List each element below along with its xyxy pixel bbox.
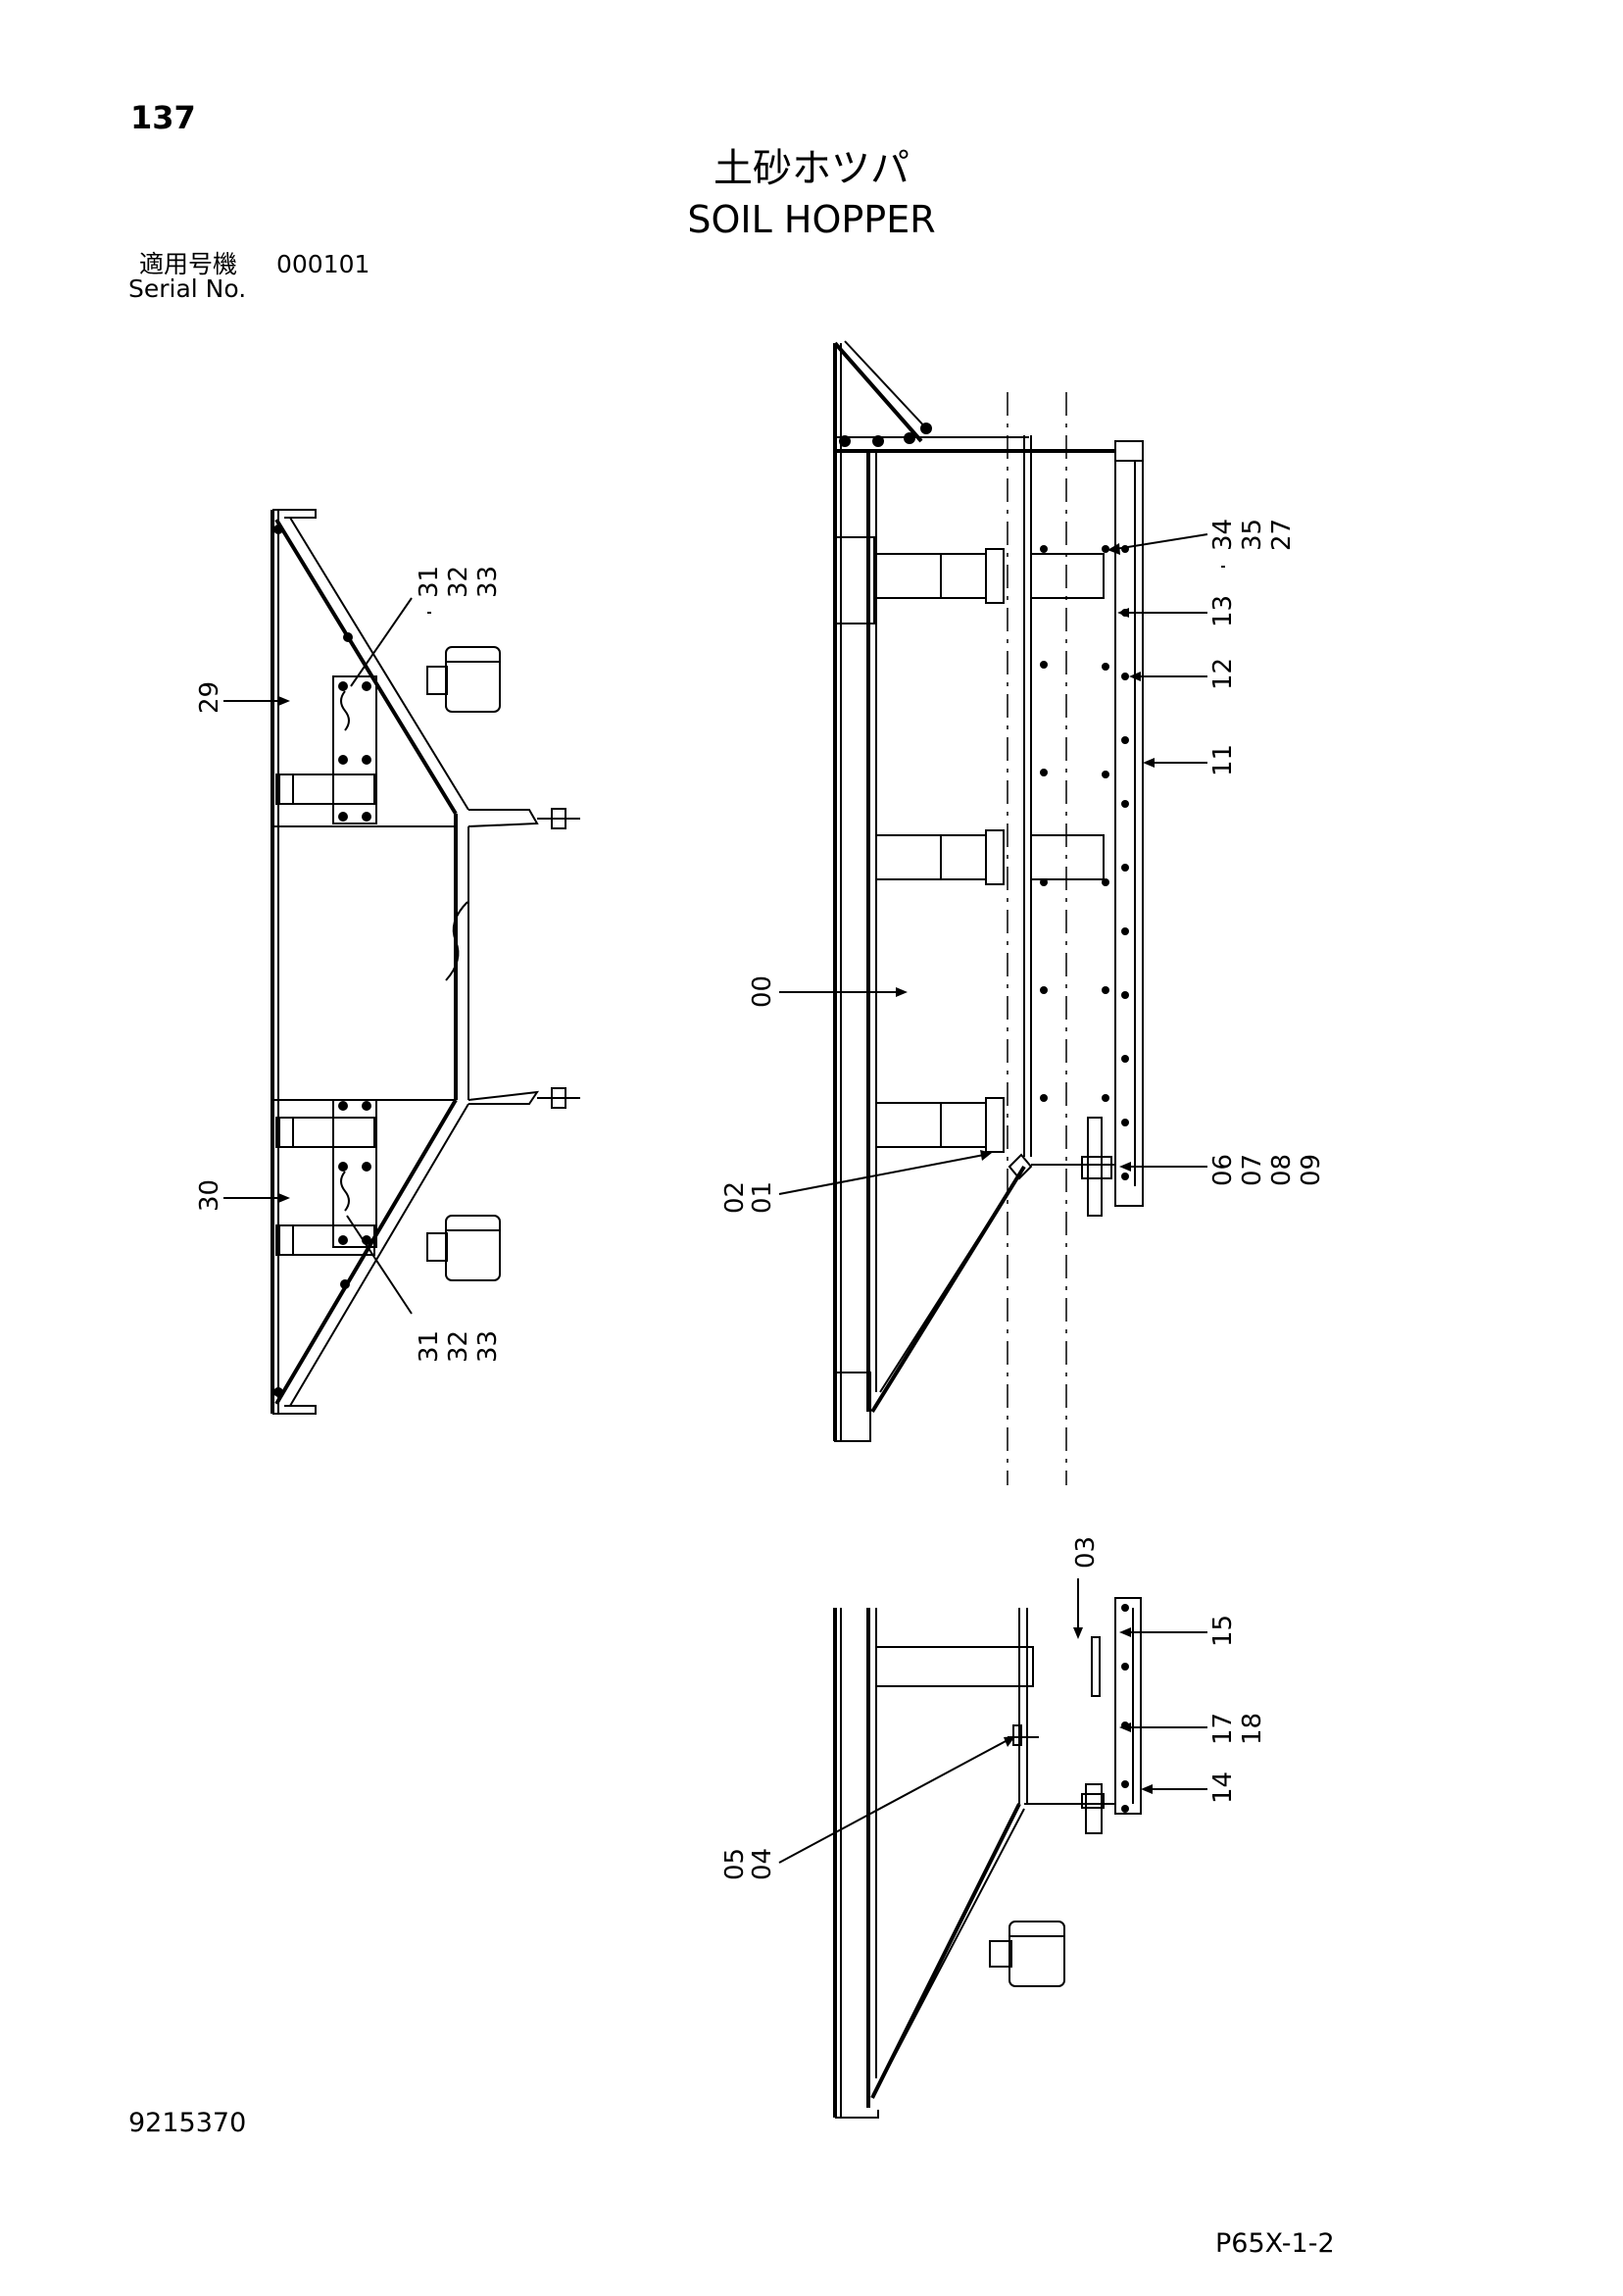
page-title-japanese: 土砂ホツパ xyxy=(713,146,910,191)
callout-07: 07 xyxy=(1238,1154,1267,1186)
callout-27: 27 xyxy=(1267,519,1297,551)
callout-01: 01 xyxy=(748,1181,777,1214)
callout-14: 14 xyxy=(1208,1772,1238,1804)
page-reference: P65X-1-2 xyxy=(1215,2228,1335,2259)
callout-08: 08 xyxy=(1267,1154,1297,1186)
callout-06: 06 xyxy=(1208,1154,1238,1186)
callout-33b: 33 xyxy=(473,1330,503,1363)
hopper-detail-view xyxy=(778,1578,1207,2119)
hopper-side-view xyxy=(778,340,1208,1485)
callout-04: 04 xyxy=(748,1848,777,1880)
callout-32a: 32 xyxy=(444,566,473,598)
serial-number-value: 000101 xyxy=(276,250,370,278)
callout-11: 11 xyxy=(1208,744,1238,776)
callout-29: 29 xyxy=(195,681,224,714)
callout-30: 30 xyxy=(195,1179,224,1212)
serial-label-japanese: 適用号機 xyxy=(139,250,238,278)
callout-33a: 33 xyxy=(473,566,503,598)
callout-18: 18 xyxy=(1238,1713,1267,1745)
page-number: 137 xyxy=(130,99,196,136)
callout-17: 17 xyxy=(1208,1713,1238,1745)
page-title-english: SOIL HOPPER xyxy=(687,198,936,241)
callout-13: 13 xyxy=(1208,595,1238,627)
callout-03: 03 xyxy=(1071,1536,1101,1569)
callout-31a: 31 xyxy=(415,566,444,598)
callout-02: 02 xyxy=(720,1181,750,1214)
hopper-end-view xyxy=(223,509,580,1415)
callout-00: 00 xyxy=(748,975,777,1008)
serial-label-english: Serial No. xyxy=(128,275,247,303)
callout-15: 15 xyxy=(1208,1615,1238,1647)
callout-35: 35 xyxy=(1238,519,1267,551)
callout-05: 05 xyxy=(720,1848,750,1880)
callout-labels: 29 30 31 32 33 31 32 33 34 35 27 13 12 1… xyxy=(195,519,1326,1880)
callout-12: 12 xyxy=(1208,658,1238,690)
drawing-number: 9215370 xyxy=(128,2108,247,2138)
callout-31b: 31 xyxy=(415,1330,444,1363)
callout-34: 34 xyxy=(1208,519,1238,551)
callout-32b: 32 xyxy=(444,1330,473,1363)
callout-09: 09 xyxy=(1297,1154,1326,1186)
